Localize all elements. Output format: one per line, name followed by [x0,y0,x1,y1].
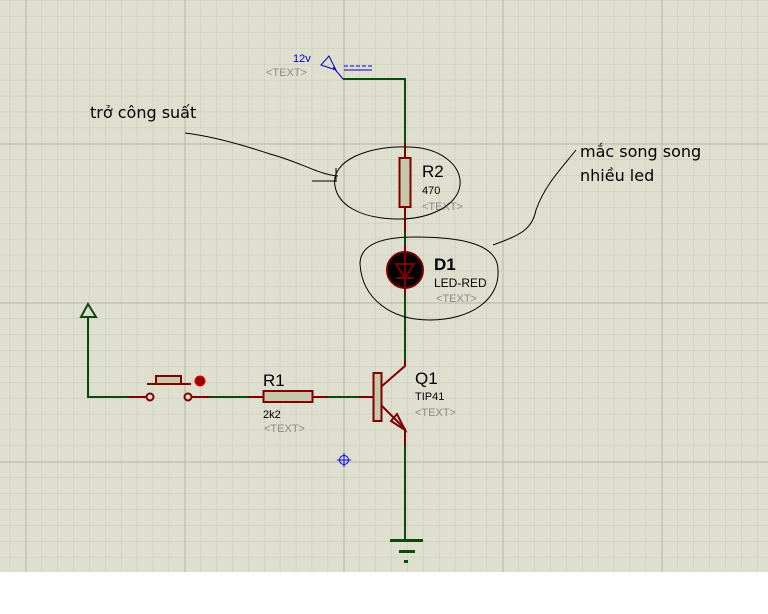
r1-ref: R1 [263,371,285,390]
led-d1[interactable]: D1 LED-RED <TEXT> [386,245,487,305]
grid-major [0,0,768,572]
power-flag-icon [320,55,372,80]
annotation-parallel-leds-line1: mắc song song [580,142,701,161]
npn-transistor-icon [359,360,408,445]
push-button-icon [129,375,209,402]
ground-icon [390,539,423,563]
d1-text-placeholder: <TEXT> [436,293,477,305]
transistor-q1[interactable]: Q1 TIP41 <TEXT> [359,360,456,445]
r2-text-placeholder: <TEXT> [422,201,463,213]
hand-drawn-marks [184,132,577,321]
wires [87,78,406,540]
annotation-parallel-leds-line2: nhiều led [580,166,654,185]
q1-ref: Q1 [415,369,438,388]
r1-text-placeholder: <TEXT> [264,423,305,435]
ground-terminal[interactable] [390,539,423,563]
push-button-switch[interactable] [129,375,209,402]
q1-text-placeholder: <TEXT> [415,407,456,419]
input-arrow-icon [79,301,98,318]
r2-ref: R2 [422,162,444,181]
resistor-r2[interactable]: R2 470 <TEXT> [398,143,463,232]
crosshair-cursor-icon [337,453,351,467]
r1-value: 2k2 [263,409,281,421]
power-label: 12v [293,53,311,65]
q1-value: TIP41 [415,391,444,403]
diode-icon [394,252,416,288]
r2-value: 470 [422,185,440,197]
d1-ref: D1 [434,255,456,274]
resistor-r1[interactable]: R1 2k2 <TEXT> [248,371,328,435]
annotation-power-resistor: trở công suất [90,103,196,122]
input-terminal[interactable] [79,301,98,318]
power-text-placeholder: <TEXT> [266,67,307,79]
interactive-button-indicator[interactable] [194,375,206,387]
power-terminal-12v[interactable]: 12v <TEXT> [266,53,372,80]
d1-value: LED-RED [434,276,487,290]
